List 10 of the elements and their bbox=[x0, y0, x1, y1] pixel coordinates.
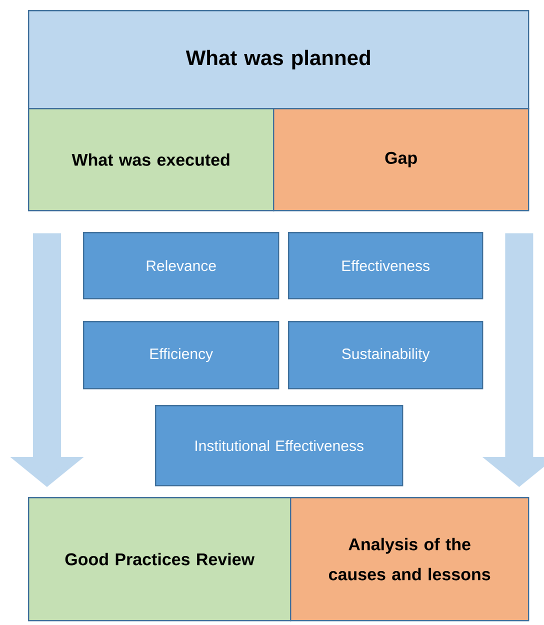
outcome-box: Good Practices Review bbox=[28, 497, 292, 622]
criterion-box: Sustainability bbox=[288, 321, 484, 390]
criterion-box: Relevance bbox=[83, 232, 280, 300]
criterion-box: Institutional Effectiveness bbox=[155, 405, 404, 486]
outcome-box: Analysis of the causes and lessons bbox=[290, 497, 530, 622]
heading-box: What was planned bbox=[28, 10, 530, 110]
criterion-box: Effectiveness bbox=[288, 232, 484, 300]
criterion-box: Efficiency bbox=[83, 321, 280, 390]
result-box: What was executed bbox=[28, 108, 274, 212]
result-box: Gap bbox=[273, 108, 530, 212]
